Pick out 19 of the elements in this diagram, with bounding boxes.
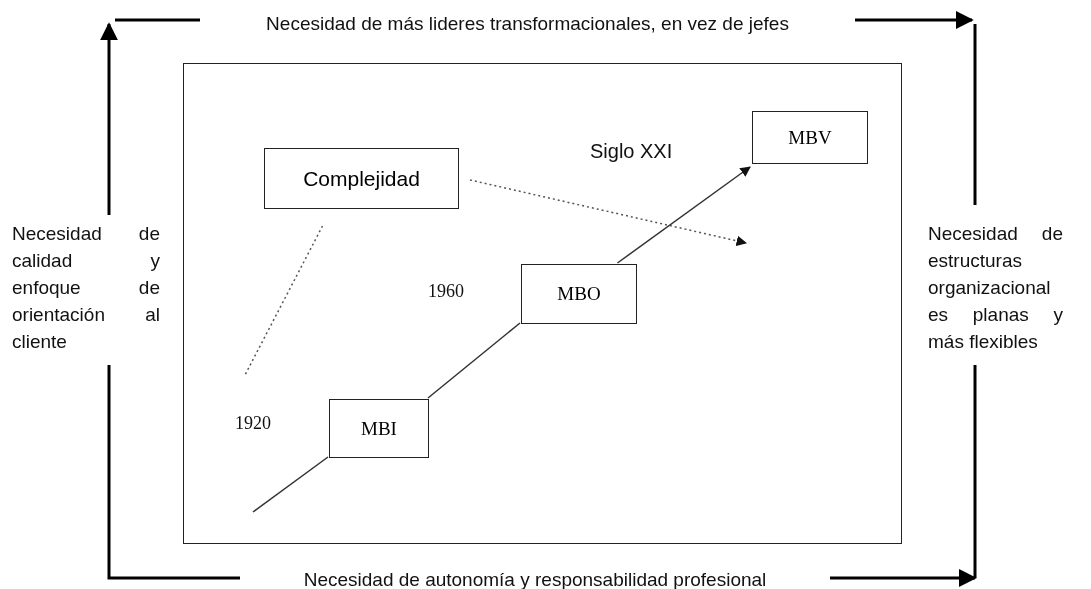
note-text: Siglo XXI xyxy=(590,139,674,164)
dotted-arrow xyxy=(469,179,747,246)
frame-box xyxy=(183,63,902,544)
year-label: 1960 xyxy=(428,280,465,303)
connector-line xyxy=(616,166,751,264)
connector-line xyxy=(252,456,329,513)
note-text: Necesidad de estructuras organizacional es planas y más flexibles xyxy=(928,222,1063,354)
node-label: MBI xyxy=(361,417,397,440)
node-label: MBO xyxy=(557,283,601,305)
node-label: MBV xyxy=(788,126,832,149)
process-box xyxy=(752,111,868,164)
process-box xyxy=(264,148,459,209)
node-label: Complejidad xyxy=(303,166,420,191)
year-label: 1920 xyxy=(235,412,272,435)
process-box xyxy=(329,399,429,458)
process-box xyxy=(521,264,637,324)
note-text: Necesidad de calidad y enfoque de orientación al cliente xyxy=(12,222,160,354)
connector-line xyxy=(427,322,521,399)
note-text: Necesidad de más lideres transformacionales, en vez de jefes xyxy=(265,12,790,36)
